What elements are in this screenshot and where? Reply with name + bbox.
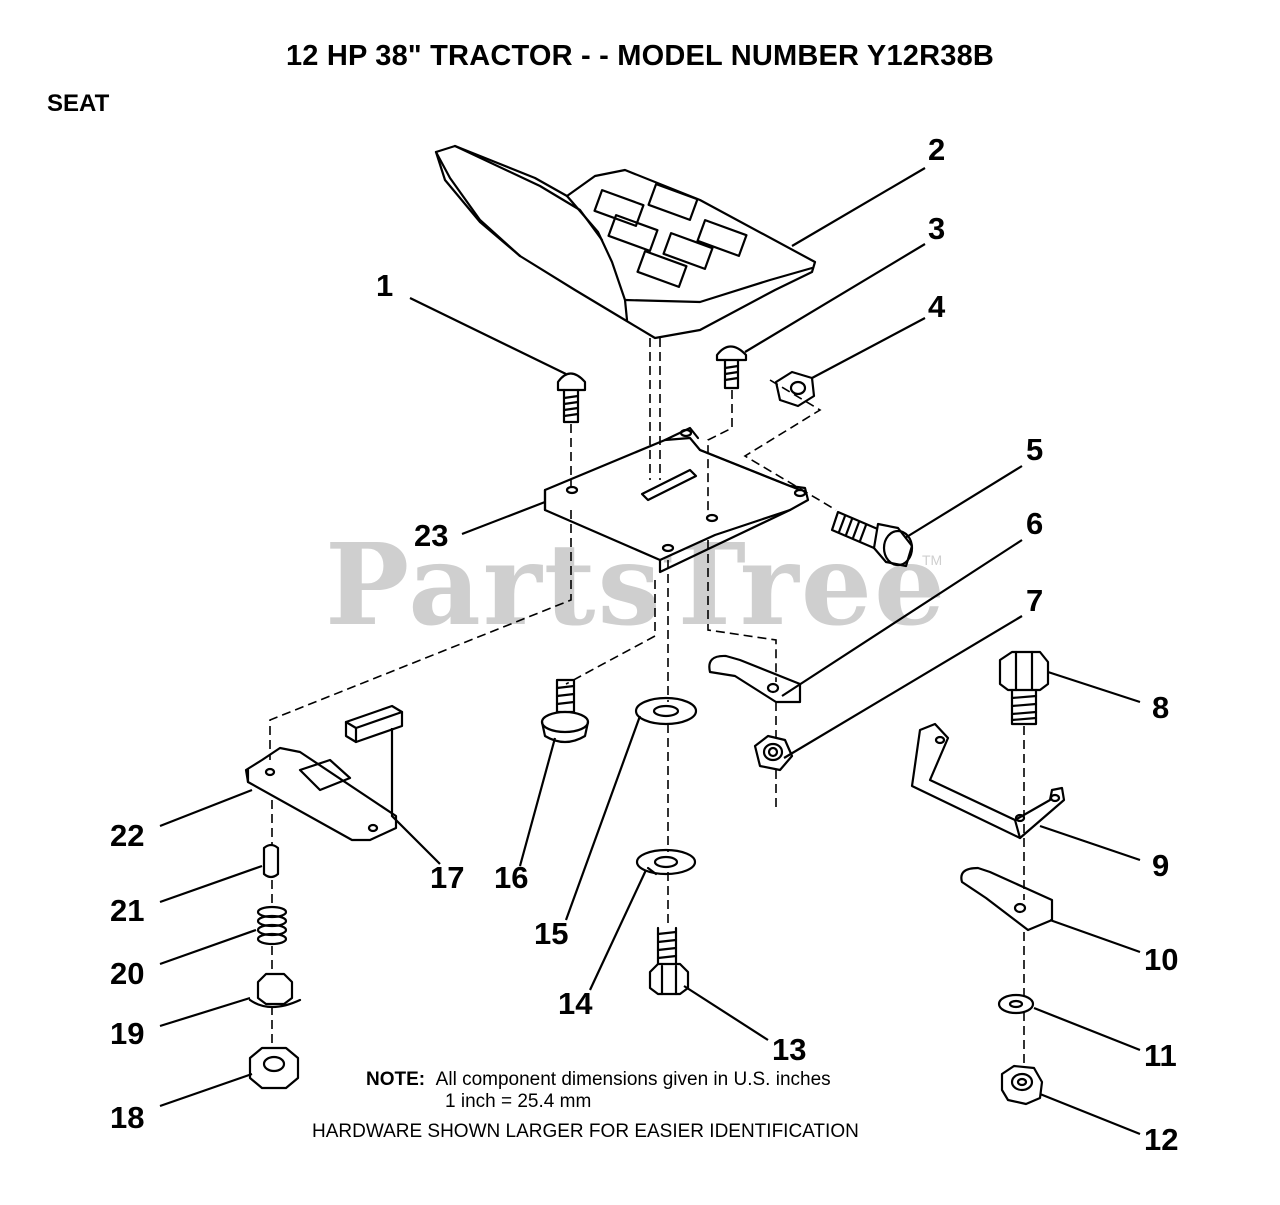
washer-part[interactable]: [634, 696, 698, 726]
callout-21: 21: [110, 893, 144, 928]
rubber-block-part[interactable]: [344, 704, 404, 744]
lock-nut-part[interactable]: [753, 734, 794, 772]
flange-nut-part[interactable]: [248, 972, 302, 1009]
note-line-2: 1 inch = 25.4 mm: [445, 1091, 592, 1112]
callout-23: 23: [414, 518, 448, 553]
hex-bolt-part[interactable]: [998, 650, 1050, 726]
callout-5: 5: [1026, 432, 1043, 467]
callout-2: 2: [928, 132, 945, 167]
callout-7: 7: [1026, 583, 1043, 618]
hardware-note: HARDWARE SHOWN LARGER FOR EASIER IDENTIF…: [312, 1121, 859, 1142]
section-label: SEAT: [47, 90, 110, 117]
callout-13: 13: [772, 1032, 806, 1067]
shoulder-bolt-part[interactable]: [830, 510, 914, 568]
callout-6: 6: [1026, 506, 1043, 541]
note-label: NOTE:: [366, 1069, 426, 1090]
leader-lines: [159, 167, 1141, 1136]
angle-bracket-part[interactable]: [910, 722, 1066, 840]
nylon-lock-nut-part[interactable]: [1000, 1064, 1044, 1106]
callout-19: 19: [110, 1016, 144, 1051]
callout-1: 1: [376, 268, 393, 303]
lock-washer-part[interactable]: [635, 848, 697, 876]
compression-spring-part[interactable]: [256, 905, 288, 946]
callout-8: 8: [1152, 690, 1169, 725]
callout-18: 18: [110, 1100, 144, 1135]
latch-plate-part[interactable]: [244, 746, 398, 842]
cap-screw-part[interactable]: [648, 926, 690, 996]
assembly-lines: [269, 338, 1025, 1066]
serrated-nut-part[interactable]: [248, 1046, 300, 1090]
flange-bolt-part[interactable]: [540, 678, 590, 744]
flat-washer-part[interactable]: [997, 993, 1035, 1015]
round-head-bolt-part[interactable]: [715, 345, 748, 390]
callout-15: 15: [534, 916, 568, 951]
callout-16: 16: [494, 860, 528, 895]
seat-pan-part[interactable]: [543, 426, 810, 574]
hex-nut-part[interactable]: [774, 370, 816, 408]
diagram-title: 12 HP 38" TRACTOR - - MODEL NUMBER Y12R3…: [285, 40, 995, 72]
note-line-1: All component dimensions given in U.S. i…: [435, 1069, 831, 1090]
callout-12: 12: [1144, 1122, 1178, 1157]
callout-22: 22: [110, 818, 144, 853]
callout-3: 3: [928, 211, 945, 246]
retaining-clip-part[interactable]: [960, 866, 1054, 932]
watermark-tm: TM: [922, 552, 943, 568]
callout-4: 4: [928, 289, 946, 324]
dimension-note: NOTE: All component dimensions given in …: [366, 1069, 831, 1113]
callout-14: 14: [558, 986, 593, 1021]
callout-17: 17: [430, 860, 464, 895]
pin-part[interactable]: [262, 843, 280, 879]
callout-20: 20: [110, 956, 144, 991]
callout-11: 11: [1144, 1038, 1177, 1073]
callout-9: 9: [1152, 848, 1169, 883]
seat-part[interactable]: [434, 144, 817, 340]
callout-10: 10: [1144, 942, 1178, 977]
carriage-bolt-part[interactable]: [556, 372, 587, 424]
spring-clip-part[interactable]: [708, 654, 802, 704]
